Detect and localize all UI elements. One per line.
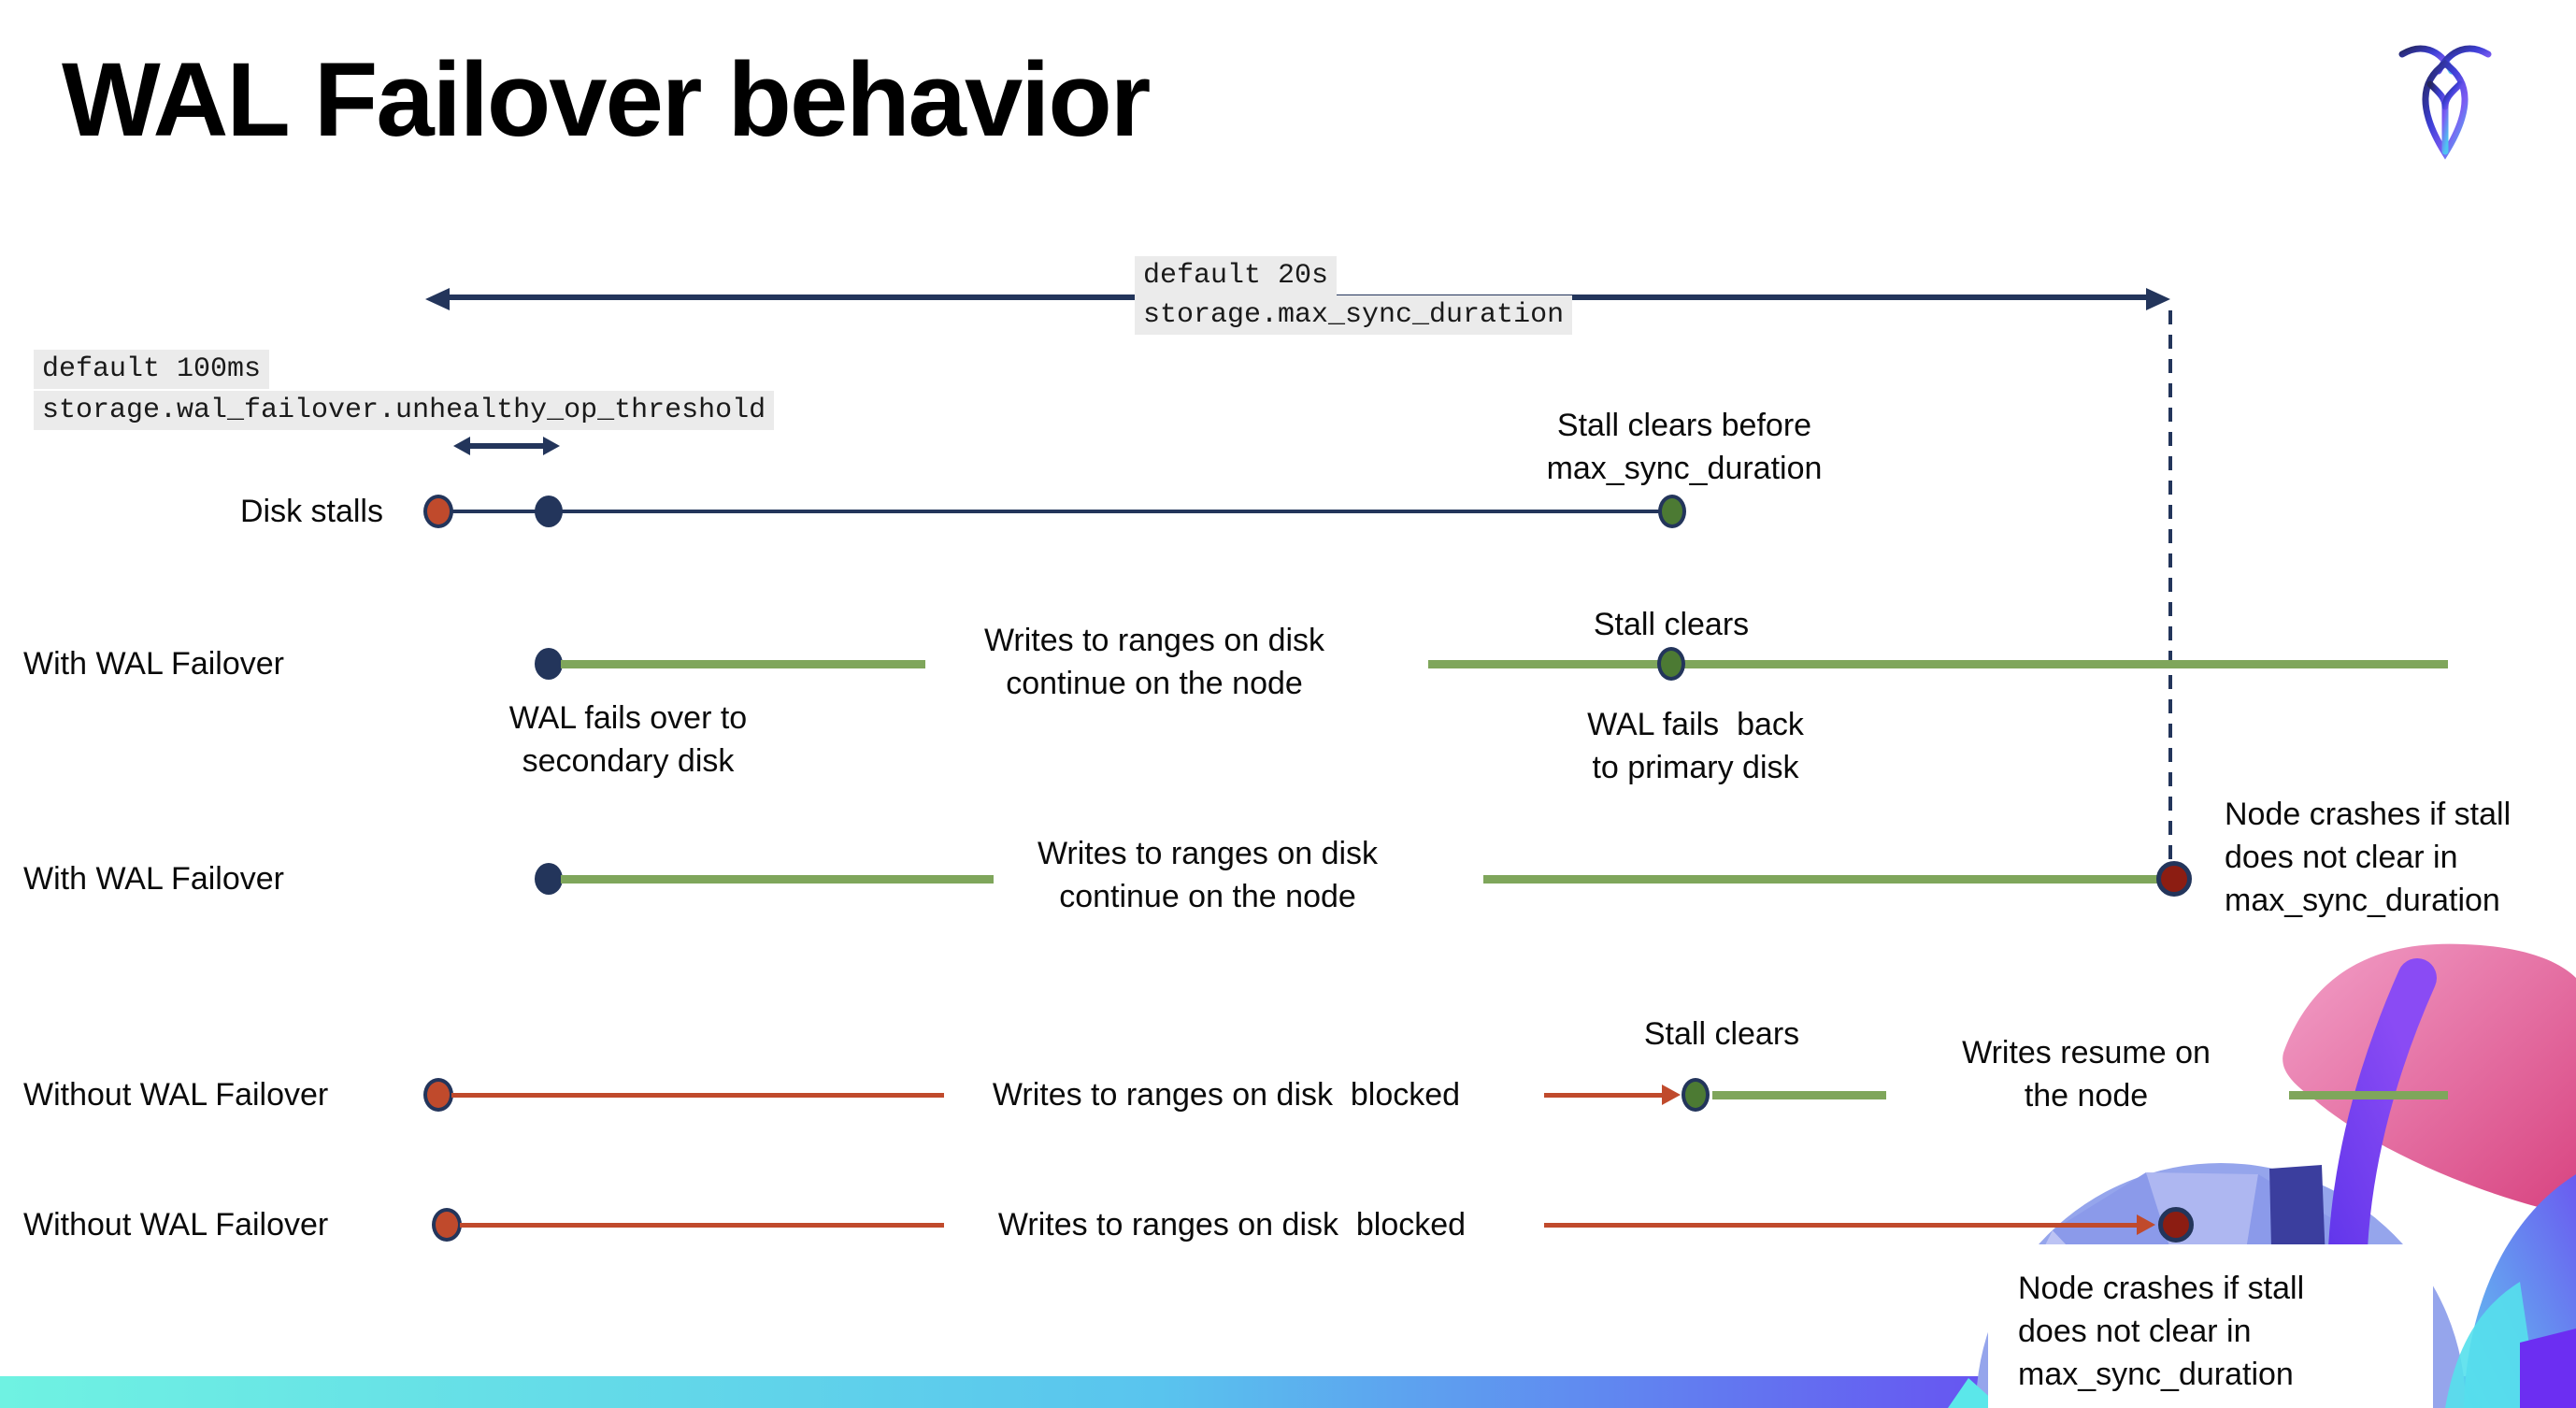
small-arrowhead-right-icon — [543, 437, 560, 455]
cockroachdb-logo-icon — [2398, 45, 2492, 160]
node-crash-dot — [2158, 1207, 2194, 1243]
writes-ok-segment — [561, 660, 925, 668]
node-crash-dot — [2156, 861, 2192, 897]
writes-ok-segment — [1483, 875, 2158, 884]
writes-continue-text: Writes to ranges on disk continue on the… — [983, 623, 1325, 701]
node-crashes-card: Node crashes if stall does not clear in … — [1988, 1244, 2433, 1408]
red-arrowhead-icon — [2137, 1214, 2155, 1235]
node-crashes-text: Node crashes if stall does not clear in … — [2018, 1271, 2305, 1392]
writes-ok-segment — [561, 875, 994, 884]
arrowhead-left-icon — [425, 288, 450, 310]
writes-blocked-text: Writes to ranges on disk blocked — [997, 1207, 1467, 1243]
failover-dot — [535, 863, 563, 895]
timeline-segment — [561, 510, 1660, 513]
writes-resume-segment — [1712, 1091, 1886, 1099]
row-label-disk-stalls: Disk stalls — [239, 494, 383, 529]
writes-blocked-text: Writes to ranges on disk blocked — [992, 1077, 1461, 1113]
writes-blocked-segment — [451, 1093, 944, 1098]
unhealthy-op-span-line — [468, 443, 545, 449]
stall-start-dot — [423, 495, 453, 528]
unhealthy-op-setting-label: storage.wal_failover.unhealthy_op_thresh… — [34, 391, 775, 430]
red-arrowhead-icon — [1662, 1085, 1681, 1105]
writes-resume-segment — [2289, 1091, 2448, 1099]
unhealthy-op-default-label: default 100ms — [34, 350, 270, 389]
stall-clears-text: Stall clears — [1593, 607, 1750, 642]
threshold-dot — [535, 496, 563, 527]
stall-clears-dot — [1657, 647, 1685, 681]
node-crashes-text: Node crashes if stall does not clear in … — [2225, 797, 2512, 918]
writes-blocked-segment — [460, 1223, 944, 1228]
timeline-segment — [451, 510, 537, 513]
row-label-without-wal-failover: Without WAL Failover — [23, 1207, 329, 1243]
writes-continue-text: Writes to ranges on disk continue on the… — [1037, 836, 1379, 914]
writes-blocked-segment — [1544, 1093, 1664, 1098]
arrowhead-right-icon — [2146, 288, 2170, 310]
max-sync-default-label: default 20s — [1135, 256, 1338, 295]
max-sync-setting-label: storage.max_sync_duration — [1135, 295, 1573, 335]
stall-start-dot — [432, 1208, 462, 1242]
stall-clears-text: Stall clears — [1643, 1016, 1800, 1052]
row-label-with-wal-failover: With WAL Failover — [23, 861, 284, 897]
stall-clears-dot — [1658, 495, 1686, 528]
row-label-with-wal-failover: With WAL Failover — [23, 646, 284, 682]
row-label-without-wal-failover: Without WAL Failover — [23, 1077, 329, 1113]
stall-clears-before-text: Stall clears before max_sync_duration — [1546, 408, 1823, 486]
writes-blocked-segment — [1544, 1223, 2139, 1228]
failover-dot — [535, 648, 563, 680]
fails-back-text: WAL fails back to primary disk — [1587, 707, 1804, 785]
stall-clears-dot — [1682, 1078, 1710, 1112]
stall-start-dot — [423, 1078, 453, 1112]
max-sync-deadline-dashed-line — [2168, 310, 2172, 866]
fails-over-text: WAL fails over to secondary disk — [508, 700, 748, 779]
small-arrowhead-left-icon — [453, 437, 470, 455]
writes-ok-segment — [1428, 660, 2448, 668]
writes-resume-text: Writes resume on the node — [1962, 1035, 2211, 1113]
page-title: WAL Failover behavior — [62, 41, 1151, 158]
